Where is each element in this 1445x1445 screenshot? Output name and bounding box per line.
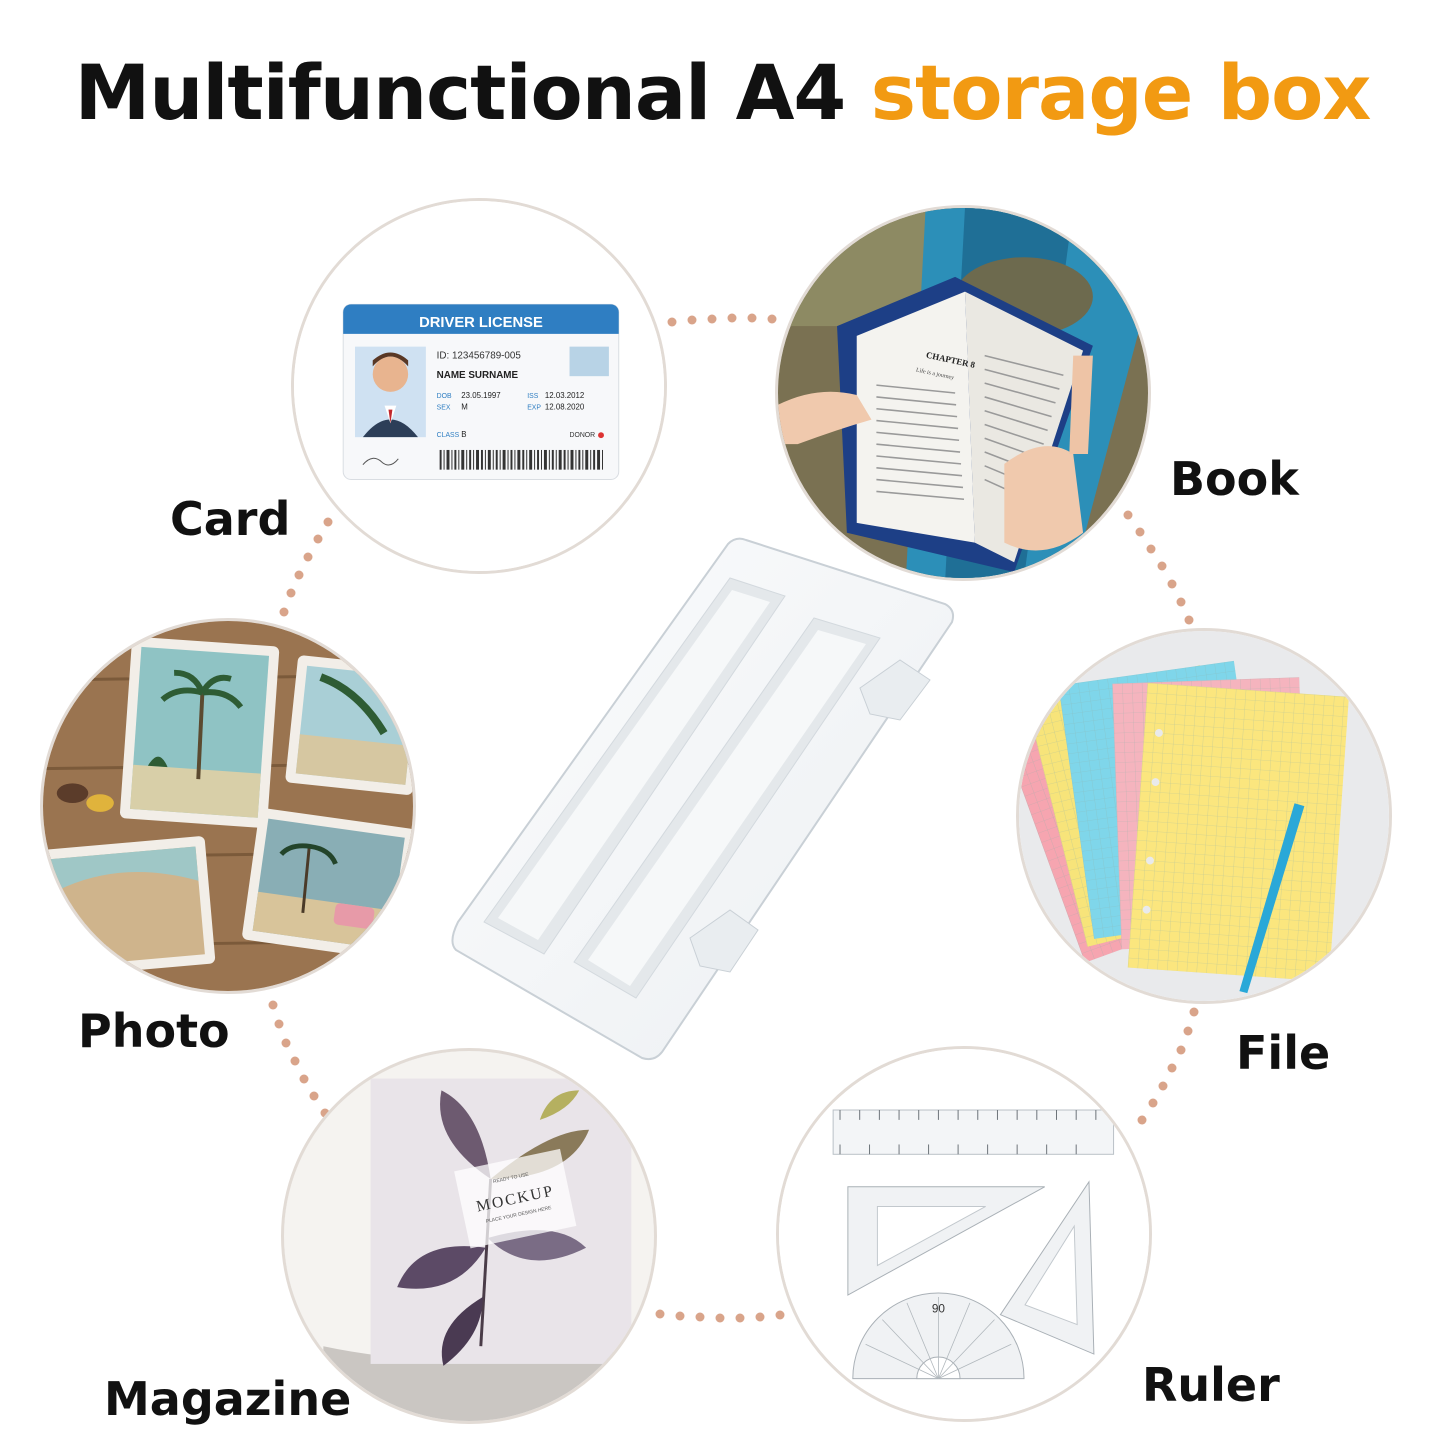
- label-ruler: Ruler: [1142, 1358, 1280, 1412]
- svg-text:M: M: [461, 403, 468, 412]
- card-name: NAME SURNAME: [437, 370, 519, 381]
- card-id: ID: 123456789-005: [437, 350, 522, 361]
- protractor-mark: 90: [932, 1302, 946, 1316]
- file-circle: [1016, 628, 1392, 1004]
- pen-icon: [1239, 803, 1305, 994]
- storage-box-image: [451, 537, 955, 1061]
- svg-text:ISS: ISS: [527, 393, 538, 400]
- svg-text:B: B: [461, 430, 466, 439]
- book-reading-image: CHAPTER 8 Life is a journey: [778, 208, 1148, 578]
- ruler-circle: 90: [776, 1046, 1152, 1422]
- label-card: Card: [170, 492, 291, 546]
- magazine-circle: MOCKUP PLACE YOUR DESIGN HERE READY TO U…: [281, 1048, 657, 1424]
- photos-image: [43, 621, 413, 991]
- magazine-image: MOCKUP PLACE YOUR DESIGN HERE READY TO U…: [284, 1051, 654, 1421]
- barcode: [439, 449, 603, 470]
- label-photo: Photo: [78, 1004, 230, 1058]
- driver-license-image: DRIVER LICENSE ID: 123456789-005 NAME SU…: [294, 201, 664, 571]
- svg-text:CLASS: CLASS: [437, 432, 460, 439]
- svg-text:23.05.1997: 23.05.1997: [461, 391, 500, 400]
- svg-text:SEX: SEX: [437, 405, 451, 412]
- svg-text:12.03.2012: 12.03.2012: [545, 391, 584, 400]
- title-accent: storage box: [870, 48, 1372, 137]
- label-file: File: [1236, 1026, 1331, 1080]
- card-header: DRIVER LICENSE: [419, 315, 543, 331]
- grid-paper-image: [1019, 631, 1389, 1001]
- svg-text:DONOR: DONOR: [570, 432, 596, 439]
- photo-circle: [40, 618, 416, 994]
- svg-text:12.08.2020: 12.08.2020: [545, 403, 585, 412]
- page-title: Multifunctional A4 storage box: [0, 48, 1445, 137]
- card-circle: DRIVER LICENSE ID: 123456789-005 NAME SU…: [291, 198, 667, 574]
- rulers-image: 90: [779, 1049, 1149, 1419]
- title-main: Multifunctional A4: [74, 48, 847, 137]
- label-book: Book: [1170, 452, 1299, 506]
- book-circle: CHAPTER 8 Life is a journey: [775, 205, 1151, 581]
- svg-text:EXP: EXP: [527, 405, 541, 412]
- svg-text:DOB: DOB: [437, 393, 452, 400]
- label-magazine: Magazine: [104, 1372, 352, 1426]
